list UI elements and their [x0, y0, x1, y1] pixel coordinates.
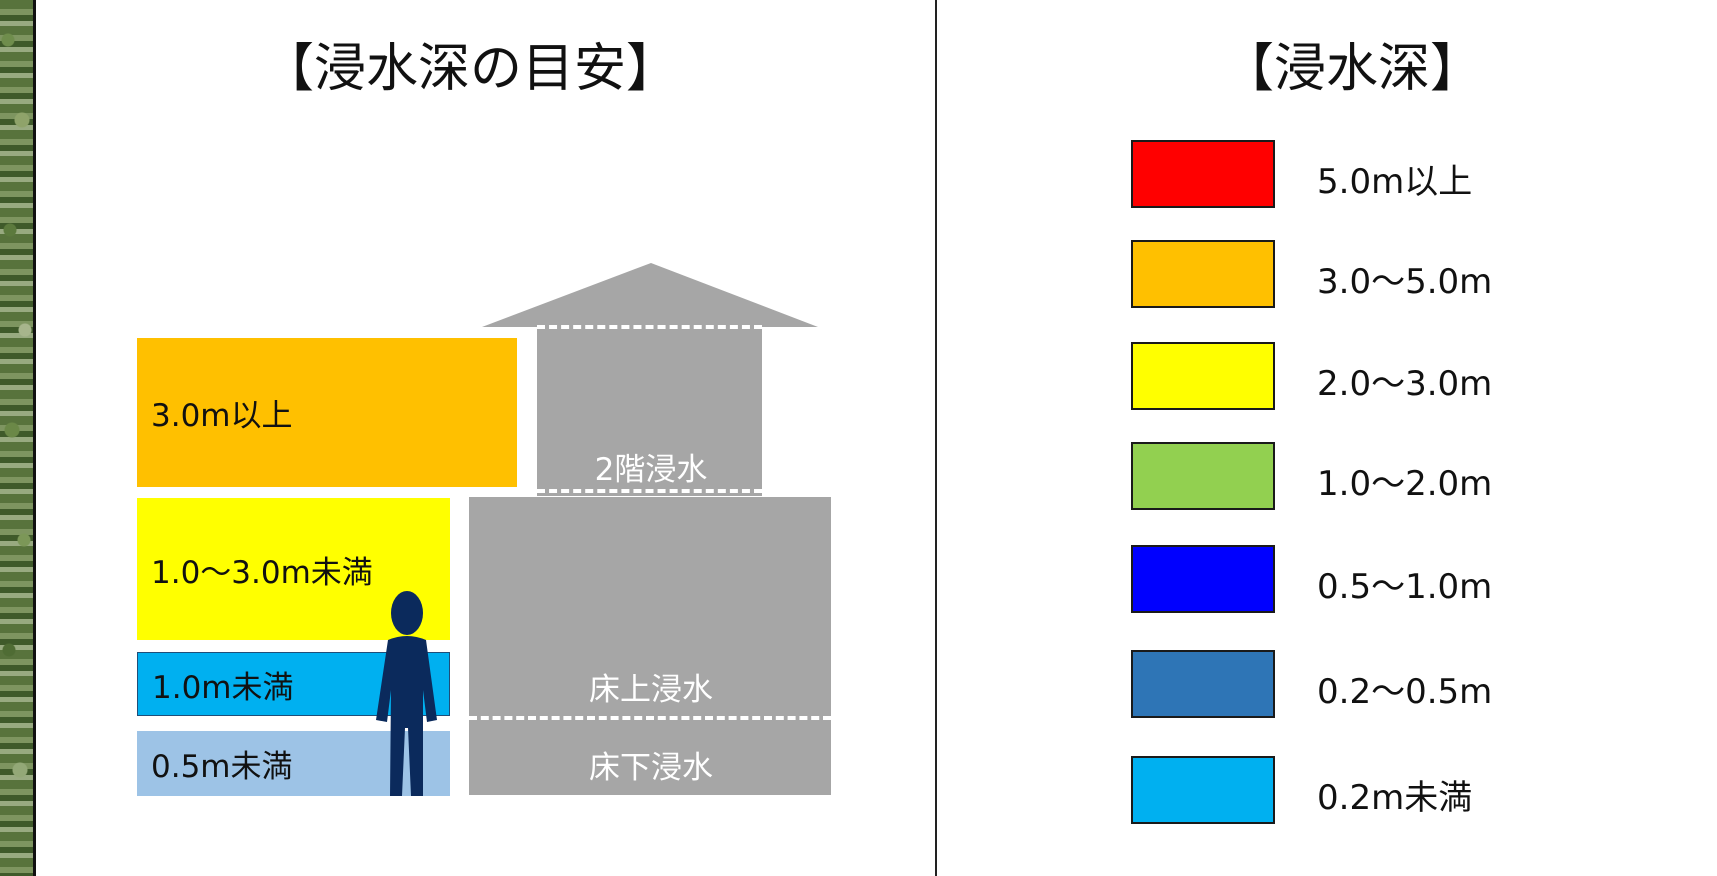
- legend-label: 2.0〜3.0m: [1317, 364, 1493, 404]
- frame-border: [33, 0, 36, 876]
- house-second-floor: [537, 327, 762, 496]
- legend-swatch: [1131, 140, 1275, 208]
- legend-swatch: [1131, 650, 1275, 718]
- above-floor-flooding-label: 床上浸水: [589, 672, 713, 708]
- panel-divider: [935, 0, 937, 876]
- second-floor-flooding-label: 2階浸水: [594, 452, 708, 488]
- aerial-photo-strip: [0, 0, 33, 876]
- legend-swatch: [1131, 442, 1275, 510]
- guide-title: 【浸水深の目安】: [262, 39, 679, 99]
- band-label: 0.5m未満: [151, 749, 293, 785]
- legend-title: 【浸水深】: [1222, 39, 1483, 99]
- legend-label: 3.0〜5.0m: [1317, 262, 1493, 302]
- second-floor-top-dash: [537, 325, 762, 329]
- band-label: 1.0〜3.0m未満: [151, 554, 373, 591]
- legend-label: 1.0〜2.0m: [1317, 464, 1493, 504]
- legend-label: 0.2〜0.5m: [1317, 672, 1493, 712]
- legend-swatch: [1131, 545, 1275, 613]
- legend-label: 5.0m以上: [1317, 162, 1473, 202]
- house-roof: [482, 263, 818, 327]
- below-floor-flooding-label: 床下浸水: [589, 750, 713, 786]
- legend-swatch: [1131, 342, 1275, 410]
- legend-swatch: [1131, 240, 1275, 308]
- house-first-floor: [469, 497, 831, 795]
- legend-label: 0.5〜1.0m: [1317, 567, 1493, 607]
- legend-label: 0.2m未満: [1317, 778, 1473, 818]
- depth-band-3m-plus: 3.0m以上: [137, 338, 517, 487]
- second-floor-bottom-dash: [537, 489, 762, 493]
- band-label: 3.0m以上: [151, 398, 293, 434]
- person-icon: [376, 591, 437, 796]
- floor-level-dash: [469, 716, 831, 720]
- legend-swatch: [1131, 756, 1275, 824]
- band-label: 1.0m未満: [152, 669, 294, 706]
